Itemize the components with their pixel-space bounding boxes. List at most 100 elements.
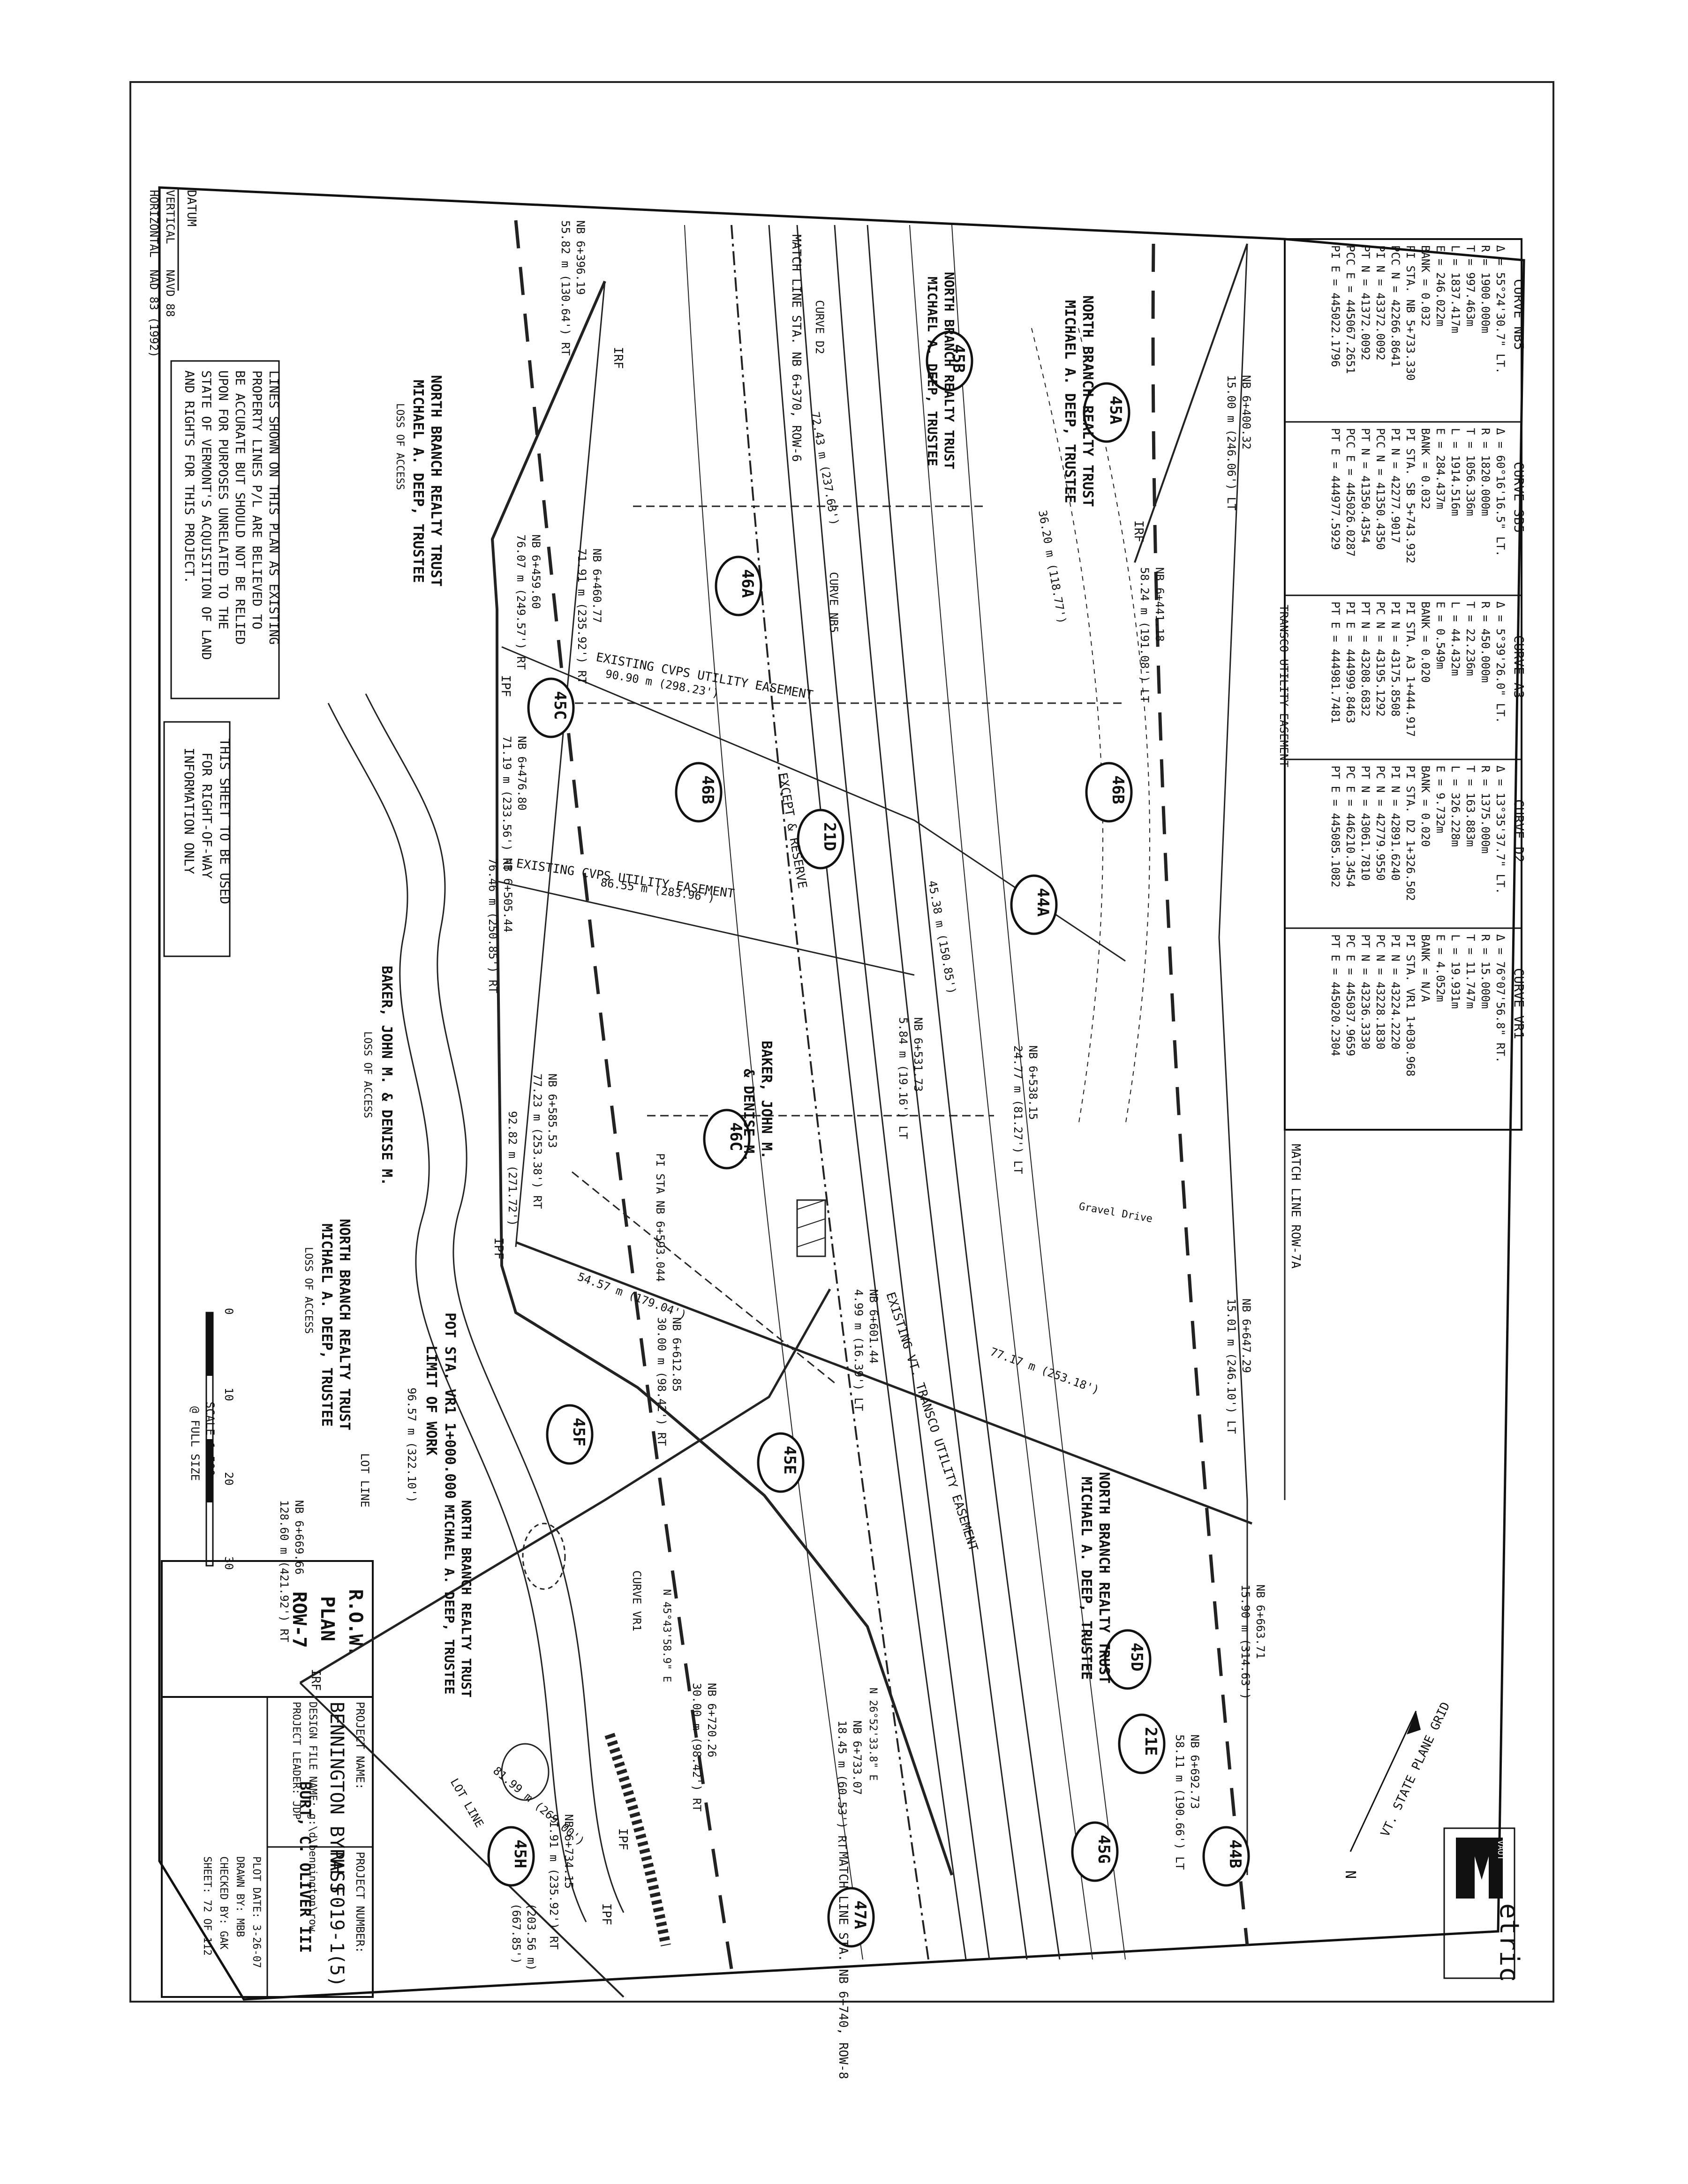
- svg-text:@ FULL SIZE: @ FULL SIZE: [188, 1406, 202, 1481]
- svg-text:15.00 m (246.06') LT: 15.00 m (246.06') LT: [1225, 375, 1238, 510]
- design-file: DESIGN FILE NAME: g:\d\bennington\row: [307, 1702, 318, 1932]
- owner-label: BURT, C. OLIVER III: [296, 1781, 314, 1953]
- parcel-45e: 45E: [757, 1432, 805, 1493]
- parcel-46b-right: 46B: [1085, 762, 1133, 823]
- svg-text:CURVE NB5: CURVE NB5: [1511, 279, 1527, 350]
- logo-word: etric: [1494, 1903, 1524, 1982]
- svg-text:45C: 45C: [550, 691, 569, 720]
- owner-labels: NORTH BRANCH REALTY TRUST MICHAEL A. DEE…: [296, 272, 1112, 1953]
- svg-text:NB 6+396.19: NB 6+396.19: [574, 220, 587, 295]
- svg-text:71.91 m (235.92') RT: 71.91 m (235.92') RT: [575, 548, 588, 684]
- svg-text:MICHAEL A. DEEP, TRUSTEE: MICHAEL A. DEEP, TRUSTEE: [318, 1223, 335, 1426]
- pot-sta: POT STA. VR1 1+000.000: [442, 1313, 458, 1499]
- svg-text:NB 6+692.73: NB 6+692.73: [1188, 1734, 1201, 1809]
- svg-text:18.45 m (60.53') RT: 18.45 m (60.53') RT: [836, 1720, 849, 1849]
- svg-text:PT E = 444977.5929: PT E = 444977.5929: [1329, 428, 1342, 550]
- svg-text:71.91 m (235.92') RT: 71.91 m (235.92') RT: [547, 1814, 560, 1950]
- svg-text:LOSS OF ACCESS: LOSS OF ACCESS: [394, 403, 406, 490]
- plot-date: PLOT DATE: 3-26-07: [250, 1856, 262, 1968]
- svg-text:BANK = 0.032: BANK = 0.032: [1419, 428, 1432, 509]
- parcel-markers: 45A 45B 45C 45D 45E 45F 45G 45H 46A 46B …: [487, 330, 1250, 1948]
- svg-text:PCC E = 445067.2651: PCC E = 445067.2651: [1344, 245, 1357, 374]
- parcel-45h: 45H: [487, 1826, 535, 1887]
- sheet-border: [129, 81, 1554, 2003]
- svg-text:BAKER, JOHN M.: BAKER, JOHN M.: [758, 1041, 775, 1159]
- svg-text:Δ = 60°16'16.5" LT.: Δ = 60°16'16.5" LT.: [1494, 428, 1507, 557]
- svg-text:NB 6+505.44: NB 6+505.44: [501, 858, 514, 932]
- owner-label: NORTH BRANCH REALTY TRUST MICHAEL A. DEE…: [1062, 295, 1096, 507]
- svg-text:CURVE SB5: CURVE SB5: [1511, 462, 1527, 533]
- owner-label: BAKER, JOHN M. & DENISE M. LOSS OF ACCES…: [362, 966, 395, 1186]
- svg-text:E = 284.437m: E = 284.437m: [1434, 428, 1447, 509]
- svg-text:4.99 m (16.39') LT: 4.99 m (16.39') LT: [852, 1289, 865, 1411]
- curve-nb5-label: CURVE NB5: [827, 572, 840, 633]
- datum-block: DATUM VERTICAL NAVD 88 HORIZONTAL NAD 83…: [147, 188, 198, 358]
- lot-line-1: LOT LINE: [358, 1453, 371, 1508]
- svg-text:76.46 m (250.85') RT: 76.46 m (250.85') RT: [486, 858, 499, 993]
- plan-title-2: PLAN: [316, 1596, 338, 1641]
- svg-text:77.23 m (253.38') RT: 77.23 m (253.38') RT: [531, 1073, 544, 1209]
- svg-text:T = 22.236m: T = 22.236m: [1464, 601, 1477, 676]
- map-linework: [299, 220, 1286, 1998]
- svg-text:& DENISE M.: & DENISE M.: [740, 1069, 757, 1162]
- svg-text:10: 10: [222, 1388, 235, 1401]
- owner-label: NORTH BRANCH REALTY TRUST MICHAEL A. DEE…: [302, 1219, 353, 1431]
- svg-text:PI STA. D2 1+326.502: PI STA. D2 1+326.502: [1404, 766, 1417, 901]
- owner-label: NORTH BRANCH REALTY TRUST MICHAEL A. DEE…: [925, 272, 957, 469]
- svg-text:NORTH BRANCH REALTY TRUST: NORTH BRANCH REALTY TRUST: [428, 375, 444, 587]
- project-number: NH F019-1(5): [326, 1852, 347, 1987]
- curve-table-a3: CURVE A3 Δ = 5°39'26.0" LT. R = 450.000m…: [1329, 601, 1527, 737]
- svg-text:T = 163.883m: T = 163.883m: [1464, 766, 1477, 847]
- svg-text:20: 20: [222, 1472, 235, 1486]
- match-line-bottom: MATCH LINE STA. NB 6+740, ROW-8: [836, 1852, 850, 2079]
- parcel-45g: 45G: [1071, 1821, 1119, 1882]
- svg-text:PT N = 41350.4354: PT N = 41350.4354: [1359, 428, 1372, 543]
- ipf-label: IPF: [599, 1903, 613, 1925]
- svg-text:PC N = 43195.1292: PC N = 43195.1292: [1374, 601, 1387, 717]
- curve-d2-label: CURVE D2: [813, 300, 826, 354]
- svg-text:44B: 44B: [1226, 1839, 1244, 1868]
- bearing-2: N 26°52'33.8" E: [867, 1688, 879, 1781]
- parcel-46b-left: 46B: [675, 762, 723, 823]
- svg-text:MICHAEL A. DEEP, TRUSTEE: MICHAEL A. DEEP, TRUSTEE: [410, 380, 426, 583]
- svg-text:MICHAEL A. DEEP, TRUSTEE: MICHAEL A. DEEP, TRUSTEE: [1078, 1477, 1094, 1680]
- parcel-44b: 44B: [1202, 1826, 1250, 1887]
- ipf-label: IPF: [491, 1238, 505, 1260]
- svg-text:R = 15.000m: R = 15.000m: [1479, 934, 1492, 1009]
- project-name: BENNINGTON BYPASS: [326, 1702, 347, 1893]
- svg-text:55.82 m (130.64') RT: 55.82 m (130.64') RT: [559, 220, 572, 356]
- match-line-top: MATCH LINE STA. NB 6+370, ROW-6: [789, 234, 803, 462]
- svg-text:128.60 m (421.92') RT: 128.60 m (421.92') RT: [278, 1500, 291, 1642]
- svg-text:MICHAEL A. DEEP, TRUSTEE: MICHAEL A. DEEP, TRUSTEE: [442, 1505, 457, 1695]
- svg-text:BAKER, JOHN M. & DENISE M.: BAKER, JOHN M. & DENISE M.: [378, 966, 395, 1186]
- svg-text:NB 6+538.15: NB 6+538.15: [1026, 1045, 1040, 1120]
- parcel-46c: 46C: [703, 1109, 751, 1170]
- plan-title-3: ROW-7: [288, 1591, 310, 1648]
- svg-text:PI N = 42277.9017: PI N = 42277.9017: [1389, 428, 1402, 543]
- svg-text:45F: 45F: [569, 1418, 588, 1446]
- svg-text:NB 6+612.85: NB 6+612.85: [670, 1317, 683, 1392]
- svg-text:(667.85'): (667.85'): [510, 1903, 523, 1964]
- checked-by: CHECKED BY: GAK: [218, 1856, 229, 1950]
- parcel-44a-top: 44A: [1010, 874, 1058, 935]
- svg-text:72.43 m (237.63'): 72.43 m (237.63'): [808, 411, 841, 526]
- svg-text:BANK = 0.020: BANK = 0.020: [1419, 766, 1432, 847]
- svg-text:Δ = 13°35'37.7" LT.: Δ = 13°35'37.7" LT.: [1494, 766, 1507, 894]
- svg-text:45D: 45D: [1127, 1643, 1146, 1671]
- parcel-45a: 45A: [1083, 382, 1130, 443]
- svg-text:R = 1375.000m: R = 1375.000m: [1479, 766, 1492, 854]
- sheet-number: SHEET: 72 OF 112: [201, 1856, 213, 1956]
- ipf-label: IPF: [616, 1828, 630, 1850]
- svg-text:46C: 46C: [726, 1122, 745, 1151]
- gravel-drive: Gravel Drive: [1078, 1201, 1153, 1225]
- irf-label: IRF: [611, 347, 625, 369]
- svg-text:NB 6+459.60: NB 6+459.60: [529, 534, 543, 609]
- svg-text:96.57 m (322.10'): 96.57 m (322.10'): [405, 1388, 418, 1503]
- ipf-label: IPF: [498, 675, 512, 697]
- svg-text:NB 6+441.18: NB 6+441.18: [1153, 567, 1166, 642]
- svg-text:PC N = 43228.1830: PC N = 43228.1830: [1374, 934, 1387, 1050]
- svg-text:46B: 46B: [1108, 775, 1127, 804]
- svg-text:36.20 m (118.77'): 36.20 m (118.77'): [1036, 509, 1069, 625]
- svg-text:PC E = 446210.3454: PC E = 446210.3454: [1344, 766, 1357, 887]
